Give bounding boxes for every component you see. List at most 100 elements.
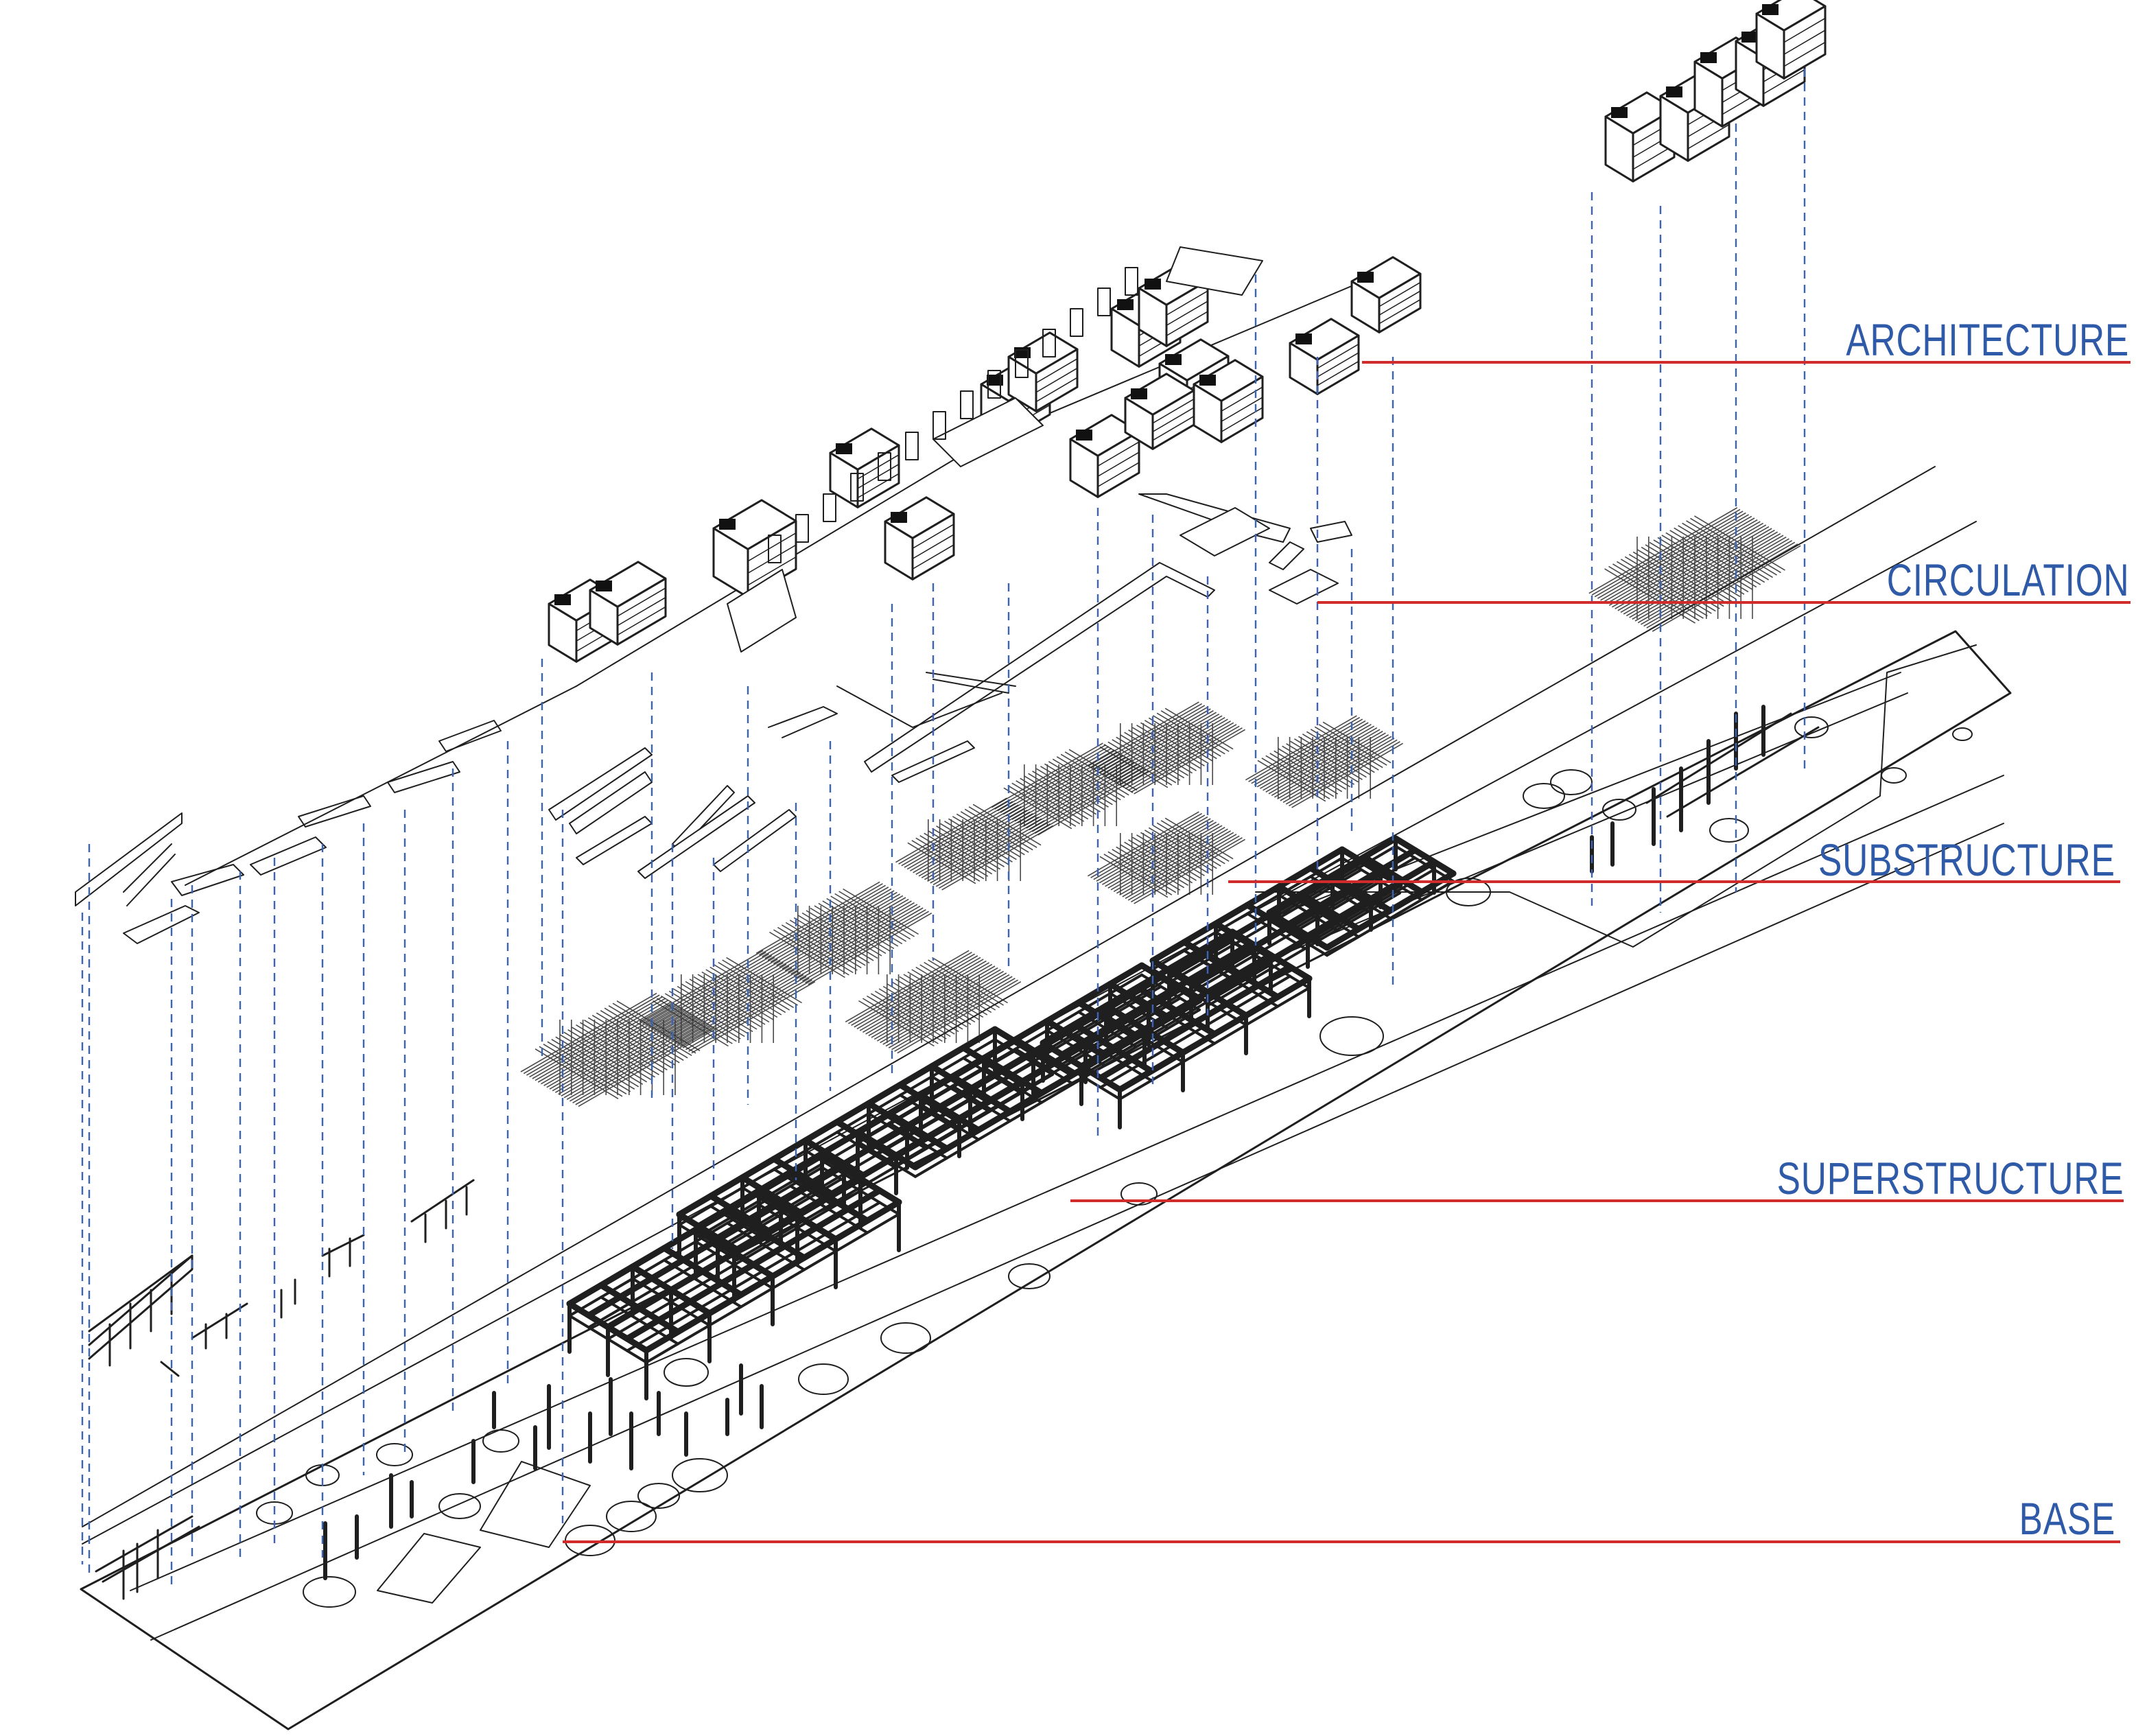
arch-block-e [884, 496, 955, 580]
sub-mesh-b-member [668, 990, 745, 1037]
sub-mesh-e-member [932, 820, 1045, 886]
sub-mesh-e-member [927, 817, 1040, 882]
sub-mesh-h-member [1113, 827, 1225, 893]
super-mid2-beam [854, 962, 1145, 1136]
sub-mesh-c-member [793, 904, 918, 976]
sub-mesh-j-member [1640, 538, 1789, 625]
arch-pavilions [727, 246, 1270, 653]
sub-mesh-j-member [1634, 535, 1784, 622]
sub-mesh-b-member [682, 976, 807, 1048]
sub-mesh-h-member [1099, 856, 1169, 898]
sub-mesh-b-member [670, 969, 795, 1042]
super-east2-beam [1151, 967, 1212, 1006]
sub-mesh-d-member [882, 972, 1007, 1045]
arch-block-g-floor-line [1035, 358, 1078, 384]
sub-mesh-g-member [1119, 720, 1232, 786]
arch-block-l-floor-line [1221, 397, 1263, 423]
arch-louver-panel [987, 370, 1001, 399]
sub-mesh-a-member [563, 1031, 648, 1083]
sub-mesh-a [520, 992, 715, 1107]
arch-block-g-floor-line [1035, 377, 1078, 403]
base-inner-edge [130, 775, 2004, 1591]
sub-mesh-j-member [1641, 546, 1733, 602]
sub-mesh-f-member [1020, 760, 1132, 825]
sub-mesh-j-member [1646, 541, 1796, 629]
arch-louver-panel [1125, 267, 1138, 296]
base-platform [1255, 644, 1977, 948]
sub-mesh-d-member [858, 1000, 935, 1047]
sub-mesh-j-member [1652, 545, 1801, 632]
arch-block-e-wall [884, 520, 914, 580]
arch-block-m-floor-line [1152, 407, 1195, 433]
sub-mesh-b-member [685, 977, 810, 1051]
sub-mesh-a-member [558, 1015, 695, 1095]
sub-mesh-j-member [1649, 543, 1798, 631]
sub-mesh-i-member [1271, 731, 1383, 797]
arch-block-t-floor-line [1783, 17, 1826, 43]
super-east-beam [1097, 963, 1293, 1081]
arch-block-a-wall [548, 602, 578, 663]
sub-mesh-a-member [561, 1017, 698, 1096]
super-east-beam [1099, 974, 1291, 1089]
sub-mesh-i-member [1288, 741, 1400, 807]
arch-block-f-roof-mechanical [987, 375, 1003, 386]
arch-block-l-roof-mechanical [1199, 375, 1216, 386]
sub-mesh-b-member [688, 979, 813, 1052]
circulation-layer [75, 274, 1380, 944]
base-river-edge [82, 466, 1936, 1527]
sub-mesh-f-member [1023, 762, 1136, 828]
sub-mesh-d-member [874, 990, 951, 1037]
arch-block-h-floor-line [1097, 441, 1140, 467]
circulation-label: CIRCULATION [1886, 554, 2129, 605]
sub-mesh-c-member [793, 917, 870, 964]
super-tip-beam [1331, 882, 1392, 920]
sub-mesh-c-member [801, 912, 878, 959]
arch-block-j-floor-line [1166, 301, 1208, 327]
sub-mesh-j-member [1628, 554, 1720, 609]
sub-mesh-a-member [578, 1027, 715, 1107]
arch-louver-panel [850, 473, 864, 502]
super-east2-beam [1307, 865, 1372, 906]
sub-mesh-a-member [575, 1025, 712, 1105]
arch-block-o-floor-line [1378, 298, 1421, 325]
super-east2-beam [1151, 856, 1343, 971]
sub-mesh-f-member [1017, 758, 1129, 824]
arch-block-b-floor-line [617, 596, 666, 626]
base-label: BASE [2019, 1493, 2115, 1544]
sub-mesh-e-member [907, 842, 976, 884]
sub-mesh-e-member [935, 821, 1048, 887]
arch-block-c-floor-line [747, 532, 797, 562]
arch-block-e-floor-line [912, 544, 954, 570]
sub-mesh-j [1588, 507, 1801, 632]
sub-mesh-b-member [668, 967, 793, 1040]
super-tip-beam [1268, 919, 1328, 957]
arch-block-n-floor-line [1317, 352, 1359, 378]
sub-mesh-h-member [1127, 835, 1240, 901]
substructure-label: SUBSTRUCTURE [1818, 834, 2115, 885]
arch-block-t-floor-line [1783, 30, 1826, 56]
arch-block-a-roof-mechanical [554, 594, 571, 605]
super-east2-beam [1209, 891, 1401, 1006]
super-mid-beam [676, 1026, 998, 1218]
arch-block-h [1069, 414, 1140, 498]
arch-block-n-roof-mechanical [1295, 333, 1312, 344]
sub-mesh-j-member [1636, 549, 1728, 605]
arch-block-t-wall [1755, 12, 1785, 80]
arch-block-h-roof-mechanical [1076, 430, 1092, 441]
arch-block-t-roof-mechanical [1762, 4, 1779, 15]
arch-block-c-floor-line [747, 544, 797, 574]
sub-mesh-d-member [891, 977, 1016, 1051]
sub-mesh-j-member [1620, 559, 1712, 614]
superstructure-columns [567, 836, 1436, 1400]
sub-mesh-f-member [1034, 769, 1147, 834]
arch-block-c-roof-mechanical [719, 519, 736, 530]
sub-mesh-j-member [1623, 528, 1772, 615]
arch-louver-panel [795, 514, 809, 543]
sub-mesh-i-member [1285, 739, 1398, 805]
arch-block-d-roof-mechanical [836, 443, 852, 454]
sub-mesh-d-member [870, 993, 947, 1040]
sub-mesh-c-member [781, 924, 858, 971]
arch-louver-panel [878, 452, 891, 481]
circulation-paths [75, 274, 1380, 944]
super-mid2-beam [949, 1073, 1013, 1115]
